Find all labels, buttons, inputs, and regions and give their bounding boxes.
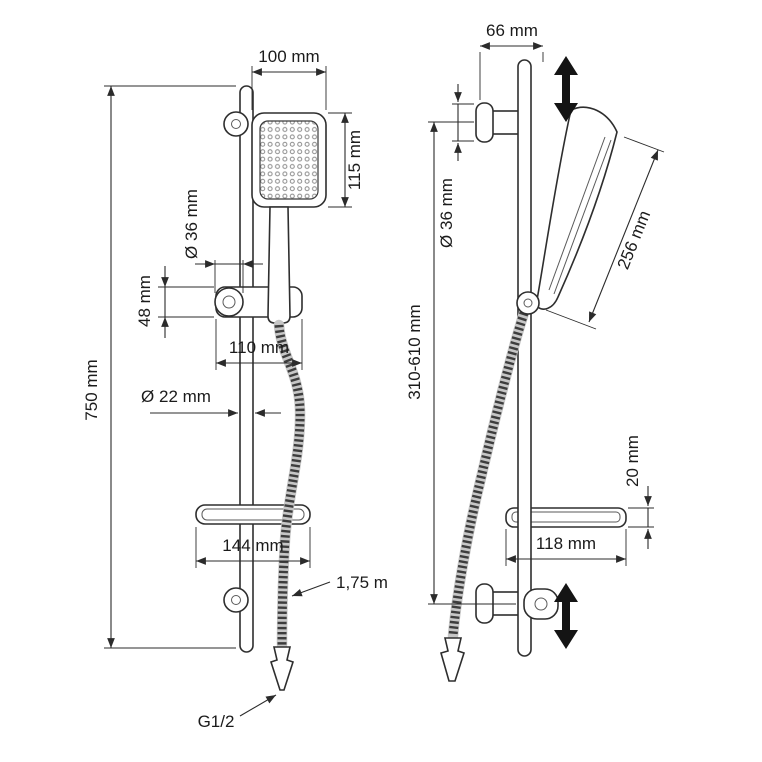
dim-head-width: 100 mm [251,47,327,110]
dim-label-bracket-diameter: Ø 36 mm [437,178,456,248]
handshower-front [251,112,327,208]
dim-label-holder-width: 110 mm [229,338,289,357]
dim-holder-height: 48 mm [135,266,214,338]
dim-holder-diameter: Ø 36 mm [182,189,263,293]
dim-holder-width: 110 mm [215,319,303,370]
dim-hose-length: 1,75 m [291,573,388,597]
dim-shelf-width: 144 mm [195,527,311,568]
top-mount-screw [231,119,241,129]
dim-label-holder-diameter: Ø 36 mm [182,189,201,259]
dim-label-bar-height: 750 mm [82,359,101,420]
bottom-bracket-side [475,583,522,624]
rail-side [517,59,532,657]
top-bracket-side [475,102,522,143]
front-view: 100 mm 115 mm Ø 36 mm 48 mm [82,47,388,731]
rail-front [239,85,254,653]
dim-label-head-length: 256 mm [614,208,655,272]
dim-shelf-depth: 118 mm [505,529,627,566]
bottom-mount-screw [231,595,241,605]
dim-label-wall-offset: 66 mm [486,21,538,40]
dim-connection-thread: G1/2 [198,694,277,731]
handle-front [267,206,291,324]
hose-connector-side [440,637,466,682]
pivot-joint [516,291,540,315]
hose-side [440,307,530,682]
dim-shelf-thickness: 20 mm [623,435,654,549]
pivot-center [523,298,533,308]
shelf-front [195,504,311,525]
dim-label-hose-length: 1,75 m [336,573,388,592]
top-mount-front [223,111,249,137]
handshower-side [516,106,618,315]
dim-bracket-diameter: Ø 36 mm [437,84,474,248]
dim-holder-range: 310-610 mm [405,121,516,605]
dim-head-height: 115 mm [328,112,364,208]
holder-knob [214,287,244,317]
dim-label-holder-range: 310-610 mm [405,304,424,399]
dim-label-shelf-depth: 118 mm [536,534,596,553]
dim-bar-height: 750 mm [82,85,236,649]
dim-label-connection: G1/2 [198,712,235,731]
adjust-arrow-top [554,56,578,122]
dim-wall-offset: 66 mm [479,21,544,100]
shelf-side [505,507,627,528]
dim-label-head-width: 100 mm [258,47,319,66]
slider-holder-side [523,588,559,620]
dim-label-holder-height: 48 mm [135,275,154,327]
dim-label-shelf-width: 144 mm [222,536,283,555]
side-view: 66 mm Ø 36 mm 310-610 mm 256 mm [405,21,665,682]
hose-front [269,319,306,691]
hose-connector-front [269,646,295,691]
dim-label-rail-diameter: Ø 22 mm [141,387,211,406]
spray-face [259,120,319,200]
dim-label-head-height: 115 mm [345,130,364,190]
holder-knob-center [222,295,236,309]
adjust-arrow-bottom [554,583,578,649]
bottom-mount-front [223,587,249,613]
dim-rail-diameter: Ø 22 mm [141,387,281,417]
dim-label-shelf-thickness: 20 mm [623,435,642,487]
